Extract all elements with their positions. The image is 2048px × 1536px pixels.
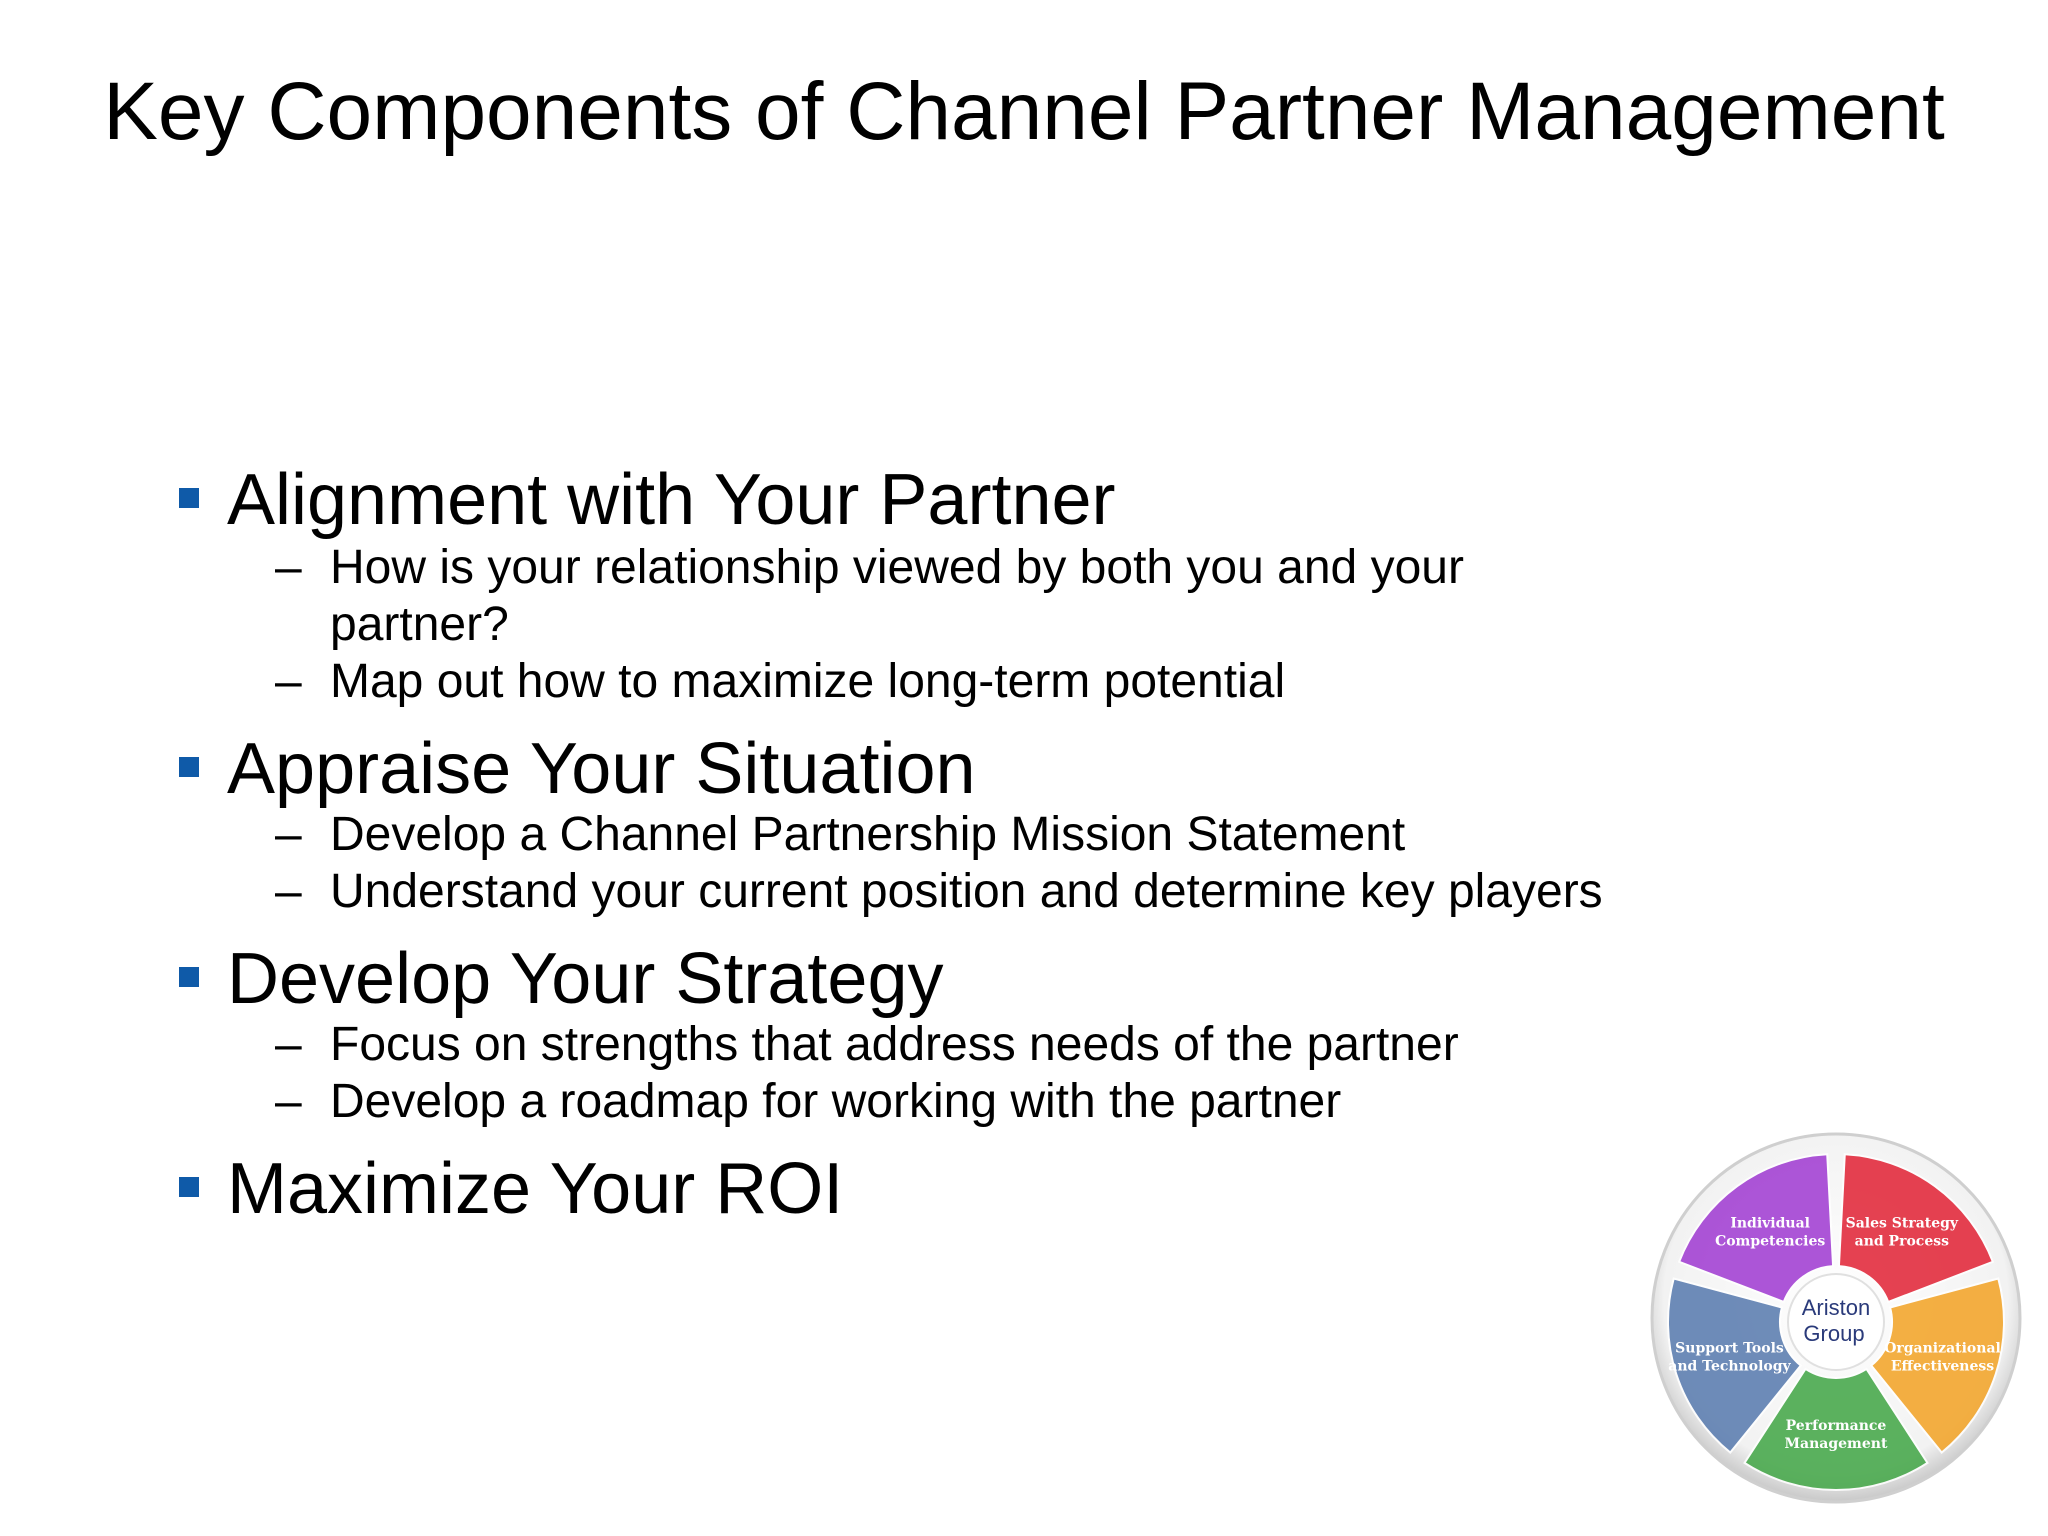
bullet-text: Appraise Your Situation [227,729,976,809]
logo-center [1787,1273,1885,1371]
logo-segment [1837,1153,1995,1304]
logo-segment-label: Management [1785,1436,1888,1452]
dash-icon: – [275,865,302,918]
bullet-text: Maximize Your ROI [227,1149,844,1229]
sub-bullet-item: – Focus on strengths that address needs … [175,1016,1795,1073]
logo-segment-label: Organizational [1884,1341,2001,1357]
slide-title: Key Components of Channel Partner Manage… [103,66,1945,157]
sub-bullet-text: How is your relationship viewed by both … [330,541,1464,651]
dash-icon: – [275,655,302,708]
dash-icon: – [275,1018,302,1071]
logo-segment [1743,1367,1929,1491]
logo-segment [1677,1153,1835,1304]
logo-segment-label: and Technology [1668,1359,1791,1375]
bullet-item: Appraise Your Situation [175,724,1795,814]
square-bullet-icon [179,1177,199,1197]
bullet-group: Appraise Your Situation – Develop a Chan… [175,724,1795,920]
sub-bullet-list: – Focus on strengths that address needs … [175,1016,1795,1130]
bullet-group: Alignment with Your Partner – How is you… [175,455,1795,710]
sub-bullet-item: – Understand your current position and d… [175,863,1795,920]
sub-bullet-item: – Develop a roadmap for working with the… [175,1073,1795,1130]
logo-segment-label: Effectiveness [1891,1359,1994,1375]
sub-bullet-text: Focus on strengths that address needs of… [330,1018,1459,1071]
sub-bullet-list: – How is your relationship viewed by bot… [175,539,1795,710]
logo-center-line1: Ariston [1802,1295,1870,1320]
square-bullet-icon [179,757,199,777]
sub-bullet-text: Map out how to maximize long-term potent… [330,655,1286,708]
dash-icon: – [275,541,302,594]
bullet-text: Alignment with Your Partner [227,460,1116,540]
logo-segment-label: Individual [1730,1215,1810,1231]
bullet-group: Develop Your Strategy – Focus on strengt… [175,934,1795,1130]
logo-segment [1869,1277,2005,1454]
sub-bullet-text: Develop a roadmap for working with the p… [330,1075,1342,1128]
square-bullet-icon [179,967,199,987]
bullet-item: Maximize Your ROI [175,1144,1795,1234]
bullet-group: Maximize Your ROI [175,1144,1795,1234]
bullet-list: Alignment with Your Partner – How is you… [175,455,1795,1248]
logo-center-line2: Group [1803,1321,1864,1346]
logo-segment-label: Support Tools [1675,1341,1784,1357]
bullet-item: Develop Your Strategy [175,934,1795,1024]
logo-segment-label: Performance [1786,1418,1887,1434]
logo-segment [1667,1277,1803,1454]
sub-bullet-text: Develop a Channel Partnership Mission St… [330,808,1406,861]
sub-bullet-item: – Develop a Channel Partnership Mission … [175,806,1795,863]
bullet-item: Alignment with Your Partner [175,455,1795,545]
logo-segment-label: Competencies [1715,1233,1825,1249]
dash-icon: – [275,808,302,861]
dash-icon: – [275,1075,302,1128]
sub-bullet-item: – Map out how to maximize long-term pote… [175,653,1795,710]
sub-bullet-text: Understand your current position and det… [330,865,1603,918]
logo-segment-label: Sales Strategy [1846,1215,1959,1231]
sub-bullet-item: – How is your relationship viewed by bot… [175,539,1795,653]
sub-bullet-list: – Develop a Channel Partnership Mission … [175,806,1795,920]
bullet-text: Develop Your Strategy [227,939,944,1019]
logo-segment-label: and Process [1855,1233,1949,1249]
square-bullet-icon [179,488,199,508]
